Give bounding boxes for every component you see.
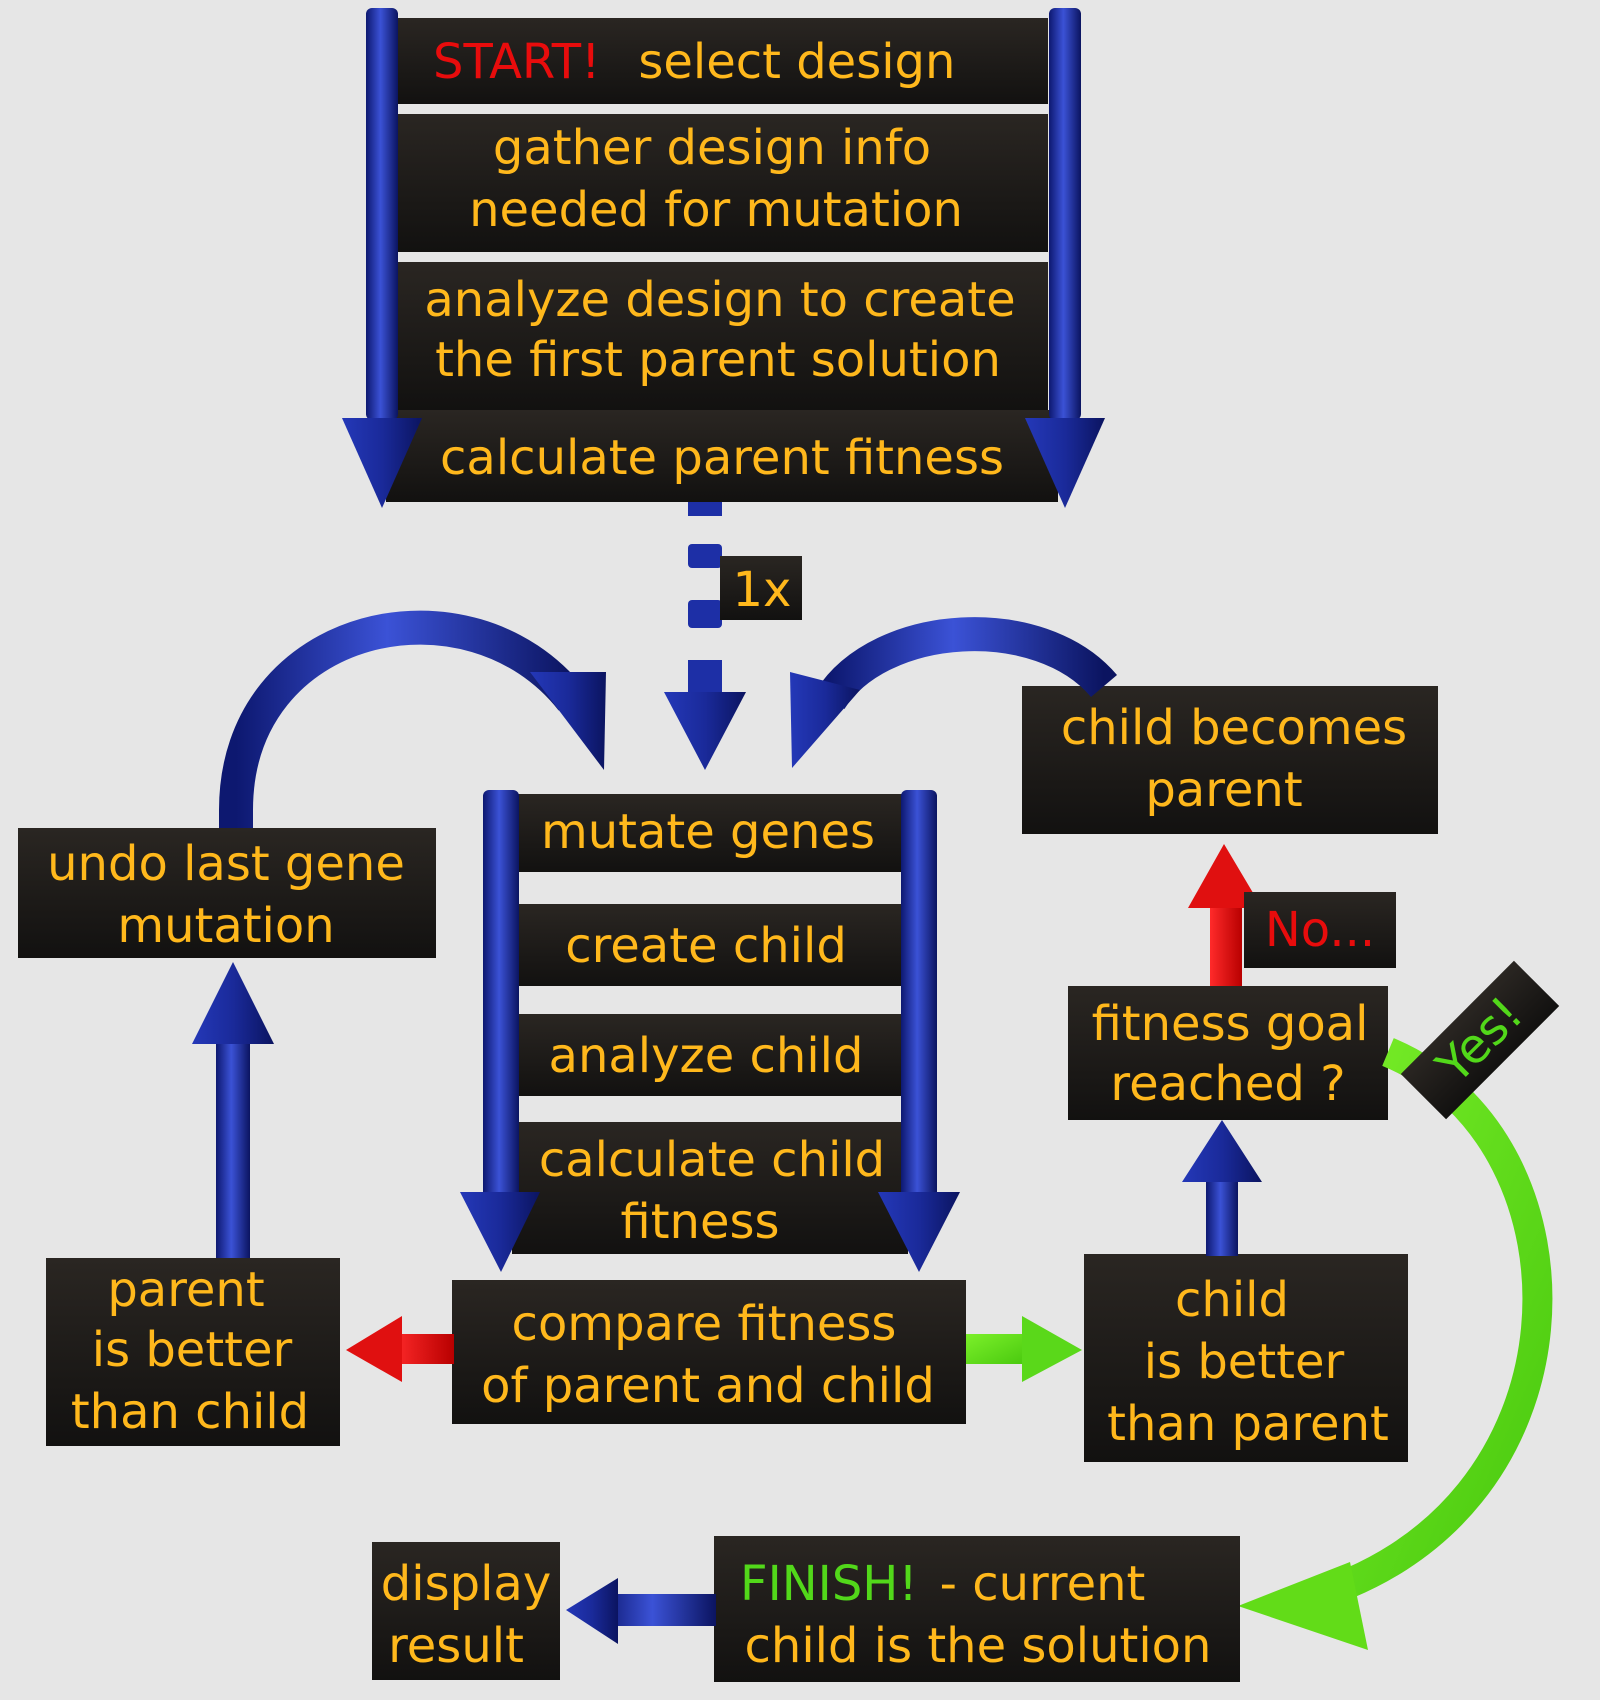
no-label-box [1244, 892, 1396, 968]
right-up-arrow-shaft [1206, 1176, 1238, 1256]
display-line2: result [388, 1618, 524, 1674]
finish-label: FINISH! [740, 1556, 918, 1612]
loop-left-arrow-head [460, 1192, 540, 1272]
parent-better-line2: is better [92, 1322, 293, 1378]
undo-line1: undo last gene [47, 836, 405, 892]
yes-arc-arrow-head [1238, 1562, 1368, 1650]
red-left-arrow-shaft [392, 1334, 454, 1364]
analyze-line1: analyze design to create [424, 272, 1015, 328]
compare-line2: of parent and child [481, 1358, 935, 1414]
analyze-design-box [398, 262, 1048, 410]
calc-child-line1: calculate child [539, 1132, 885, 1188]
green-right-arrow-head [1022, 1316, 1082, 1382]
left-up-arrow-head [192, 962, 274, 1044]
finish-box [714, 1536, 1240, 1682]
yes-label-box [1400, 960, 1560, 1120]
fitness-goal-line2: reached ? [1110, 1056, 1345, 1112]
left-up-arrow-shaft [216, 1036, 250, 1258]
svg-text:FINISH!- current: FINISH! - current [740, 1556, 1145, 1612]
once-arrow-head [664, 692, 746, 770]
child-better-line3: than parent [1107, 1396, 1389, 1452]
calc-parent-box [386, 410, 1058, 502]
loop-right-arrow-head [878, 1192, 960, 1272]
compare-box [452, 1280, 966, 1424]
top-left-arrow-shaft [366, 8, 398, 420]
yes-label-group: Yes! [1400, 960, 1560, 1120]
undo-mutation-box [18, 828, 436, 958]
calc-parent-text: calculate parent fitness [440, 430, 1004, 486]
select-design-box [398, 18, 1048, 104]
red-up-arrow-shaft [1210, 900, 1242, 986]
left-curve-arrow-head [530, 672, 606, 770]
no-label: No... [1265, 902, 1375, 958]
fitness-goal-box [1068, 986, 1388, 1120]
top-block: START! select design gather design info n… [342, 8, 1105, 508]
becomes-line1: child becomes [1061, 700, 1407, 756]
child-becomes-parent-box [1022, 686, 1438, 834]
gather-info-box [398, 114, 1048, 252]
display-arrow-head [566, 1578, 618, 1644]
mutate-genes-text: mutate genes [541, 804, 875, 860]
top-right-arrow-shaft [1049, 8, 1081, 420]
child-better-line2: is better [1144, 1334, 1345, 1390]
right-curve-arrow-head [790, 672, 860, 768]
becomes-line2: parent [1145, 762, 1302, 818]
right-up-arrow-head [1182, 1120, 1262, 1182]
red-left-arrow-head [346, 1316, 402, 1382]
analyze-child-text: analyze child [549, 1028, 864, 1084]
finish-line2: child is the solution [745, 1618, 1212, 1674]
top-left-arrow-head [342, 418, 422, 508]
display-line1: display [381, 1556, 551, 1612]
right-curve-arrow [815, 617, 1117, 710]
create-child-text: create child [565, 918, 847, 974]
red-up-arrow-head [1188, 844, 1262, 908]
svg-text:START!select design: START! select design [433, 34, 955, 90]
parent-better-line3: than child [71, 1384, 309, 1440]
mutate-genes-box [518, 794, 902, 872]
parent-better-line1: parent [107, 1262, 264, 1318]
child-better-line1: child [1175, 1272, 1289, 1328]
start-label: START! [433, 34, 600, 90]
display-result-box [372, 1542, 560, 1680]
finish-rest-text: - current [940, 1556, 1146, 1612]
gather-line2: needed for mutation [469, 182, 963, 238]
gather-line1: gather design info [493, 120, 931, 176]
yes-arc-arrow [1296, 1038, 1553, 1615]
once-label-box [720, 556, 802, 620]
select-design-text: select design [638, 34, 955, 90]
bottom-block: FINISH! - current child is the solution d… [372, 1536, 1240, 1682]
green-right-arrow-shaft [966, 1334, 1028, 1364]
fitness-goal-line1: fitness goal [1092, 996, 1369, 1052]
loop-left-arrow-shaft [483, 790, 519, 1202]
create-child-box [518, 904, 902, 986]
calc-child-box [512, 1122, 908, 1254]
display-arrow-shaft [600, 1594, 716, 1626]
compare-line1: compare fitness [512, 1296, 897, 1352]
once-label: 1x [733, 562, 792, 618]
once-arrow: 1x [664, 502, 802, 770]
left-curve-arrow [219, 610, 586, 828]
loop-block: mutate genes create child analyze child … [452, 790, 966, 1424]
parent-better-box [46, 1258, 340, 1446]
undo-line2: mutation [117, 898, 334, 954]
left-branch: parent is better than child undo last ge… [18, 610, 606, 1446]
loop-right-arrow-shaft [901, 790, 937, 1202]
right-branch: child is better than parent fitness goal… [790, 617, 1560, 1650]
top-right-arrow-head [1025, 418, 1105, 508]
calc-child-line2: fitness [620, 1194, 779, 1250]
analyze-child-box [518, 1014, 902, 1096]
child-better-box [1084, 1254, 1408, 1462]
analyze-line2: the first parent solution [435, 332, 1001, 388]
